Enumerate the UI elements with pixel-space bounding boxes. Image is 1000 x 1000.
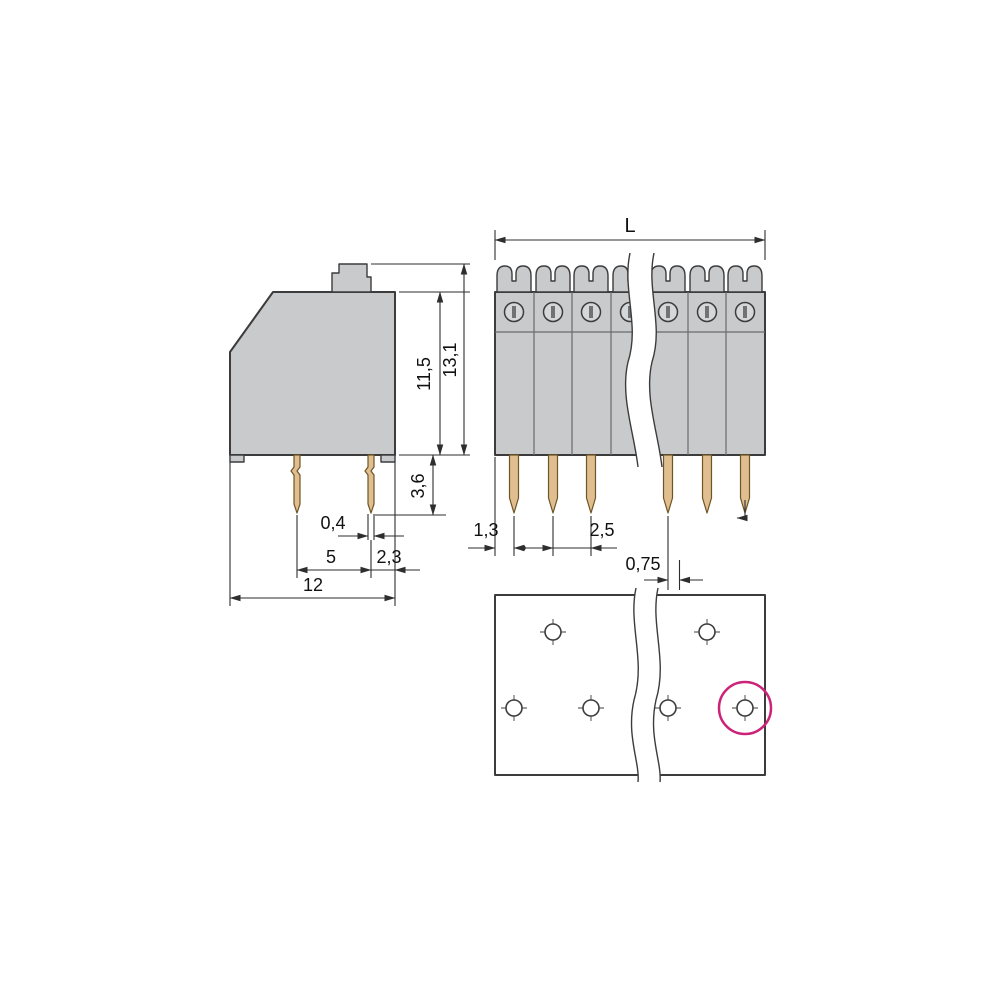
side-view-body bbox=[229, 263, 396, 463]
dim-label-depth: 12 bbox=[303, 575, 323, 595]
front-pin bbox=[585, 454, 597, 514]
break-edge-right bbox=[648, 252, 663, 468]
front-view-labels: L 1,3 2,5 0,75 bbox=[473, 215, 660, 574]
side-view-dimensions bbox=[229, 263, 470, 606]
dim-label-pin-width: 0,4 bbox=[320, 513, 345, 533]
direction-arrow bbox=[736, 500, 748, 522]
front-pin bbox=[662, 454, 674, 514]
dim-label-total-length: L bbox=[624, 215, 635, 237]
dimension-point-dot bbox=[520, 545, 526, 551]
side-pin-right bbox=[364, 454, 375, 514]
drilling-plan bbox=[494, 587, 773, 783]
break-edge-left bbox=[624, 252, 639, 468]
front-pin bbox=[701, 454, 713, 514]
side-body-outline bbox=[229, 291, 396, 456]
side-body-latch bbox=[331, 263, 372, 293]
side-pin-left bbox=[290, 454, 301, 514]
side-body-foot-right bbox=[380, 454, 396, 463]
break-band bbox=[625, 253, 662, 467]
dim-label-pin-to-edge: 2,3 bbox=[376, 547, 401, 567]
front-view-dimensions bbox=[468, 230, 766, 590]
drilling-plan-break-line bbox=[630, 587, 661, 783]
dim-label-edge-to-pin: 1,3 bbox=[473, 520, 498, 540]
front-pin bbox=[508, 454, 520, 514]
dim-label-pin-offset: 0,75 bbox=[625, 554, 660, 574]
drilling-plan-outline bbox=[494, 594, 766, 776]
side-view-labels: 11,5 13,1 3,6 0,4 5 2,3 12 bbox=[303, 342, 460, 595]
dim-label-total-height: 13,1 bbox=[440, 342, 460, 377]
side-view: 11,5 13,1 3,6 0,4 5 2,3 12 bbox=[229, 263, 470, 606]
dim-label-pin-pitch: 5 bbox=[326, 547, 336, 567]
break-band bbox=[631, 588, 661, 782]
side-body-foot-left bbox=[229, 454, 245, 463]
dim-label-pole-pitch: 2,5 bbox=[589, 520, 614, 540]
break-edge-right bbox=[652, 587, 661, 783]
front-pin bbox=[547, 454, 559, 514]
front-break-line bbox=[624, 252, 663, 468]
break-edge-left bbox=[630, 587, 639, 783]
dim-label-pin-length: 3,6 bbox=[408, 473, 428, 498]
dim-label-body-height: 11,5 bbox=[414, 357, 434, 391]
front-view: L 1,3 2,5 0,75 bbox=[468, 215, 766, 590]
front-view-pins bbox=[508, 454, 751, 514]
highlighted-hole-circle bbox=[717, 680, 773, 736]
side-view-pins bbox=[290, 454, 375, 514]
